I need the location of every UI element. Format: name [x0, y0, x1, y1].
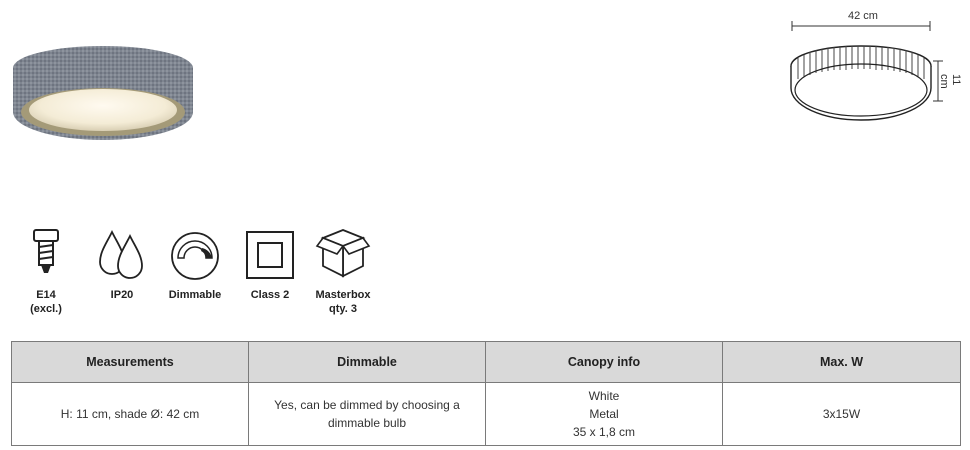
feature-masterbox: Masterbox qty. 3 — [307, 228, 379, 316]
table-row: H: 11 cm, shade Ø: 42 cm Yes, can be dim… — [11, 382, 961, 446]
canopy-color: White — [588, 389, 620, 403]
e14-bulb-icon — [33, 229, 59, 273]
header-measurements: Measurements — [11, 341, 249, 383]
feature-dimmable: Dimmable — [159, 228, 231, 302]
dimmable-icon — [171, 232, 219, 280]
class2-label: Class 2 — [250, 289, 290, 301]
ip20-label: IP20 — [110, 289, 134, 301]
masterbox-label: Masterbox qty. 3 — [315, 289, 371, 315]
header-dimmable: Dimmable — [248, 341, 486, 383]
height-label: 11 cm — [938, 74, 962, 89]
e14-label: E14 (excl.) — [30, 289, 62, 315]
cell-canopy-info: White Metal 35 x 1,8 cm — [485, 382, 723, 446]
ip20-drops-icon — [99, 229, 143, 279]
dimmable-line-1: Yes, can be dimmed by choosing a — [274, 398, 460, 412]
cell-max-w: 3x15W — [722, 382, 961, 446]
class2-icon — [246, 231, 294, 279]
spec-table: Measurements Dimmable Canopy info Max. W… — [11, 341, 961, 446]
feature-e14: E14 (excl.) — [10, 228, 82, 316]
lamp-product-photo — [13, 46, 193, 140]
canopy-size: 35 x 1,8 cm — [572, 425, 636, 439]
header-max-w: Max. W — [722, 341, 961, 383]
table-header-row: Measurements Dimmable Canopy info Max. W — [11, 341, 961, 383]
cell-dimmable: Yes, can be dimmed by choosing a dimmabl… — [248, 382, 486, 446]
cell-measurements: H: 11 cm, shade Ø: 42 cm — [11, 382, 249, 446]
diameter-label: 42 cm — [848, 10, 878, 22]
header-canopy-info: Canopy info — [485, 341, 723, 383]
dimmable-line-2: dimmable bulb — [327, 416, 407, 430]
feature-icons: E14 (excl.) IP20 Dimmable Class 2 Ma — [18, 228, 398, 328]
feature-ip20: IP20 — [86, 228, 158, 302]
masterbox-icon — [315, 229, 371, 278]
feature-class2: Class 2 — [234, 228, 306, 302]
dimmable-label: Dimmable — [168, 289, 222, 301]
canopy-material: Metal — [589, 407, 619, 421]
dimension-drawing: 42 cm 11 cm — [780, 6, 965, 141]
